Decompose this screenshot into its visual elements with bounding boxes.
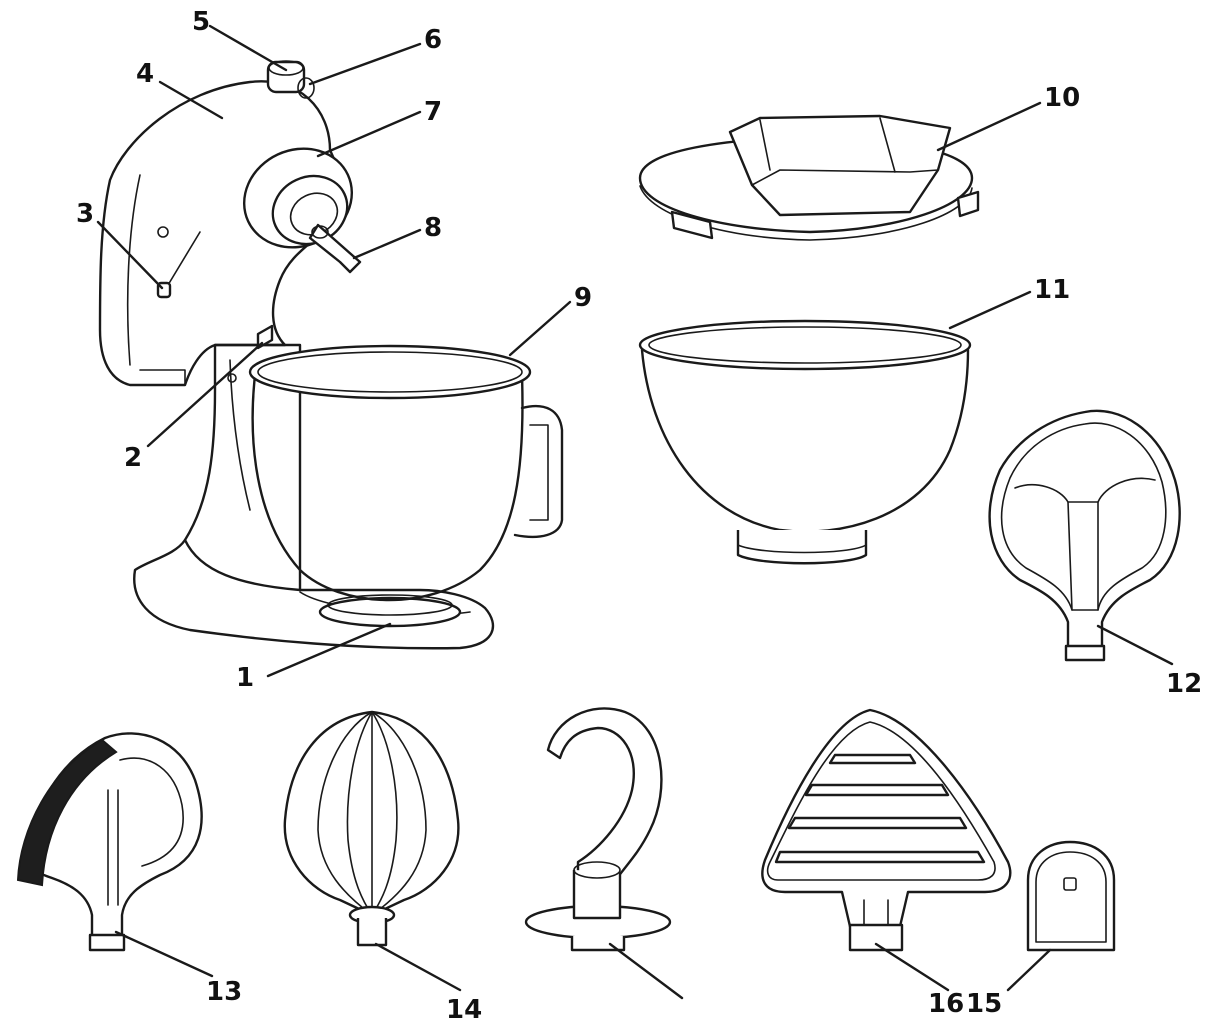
- callout-2: 2: [124, 443, 142, 473]
- motor-head: [98, 80, 352, 387]
- callout-11: 11: [1034, 275, 1070, 305]
- callout-4: 4: [136, 59, 154, 89]
- callout-12: 12: [1166, 669, 1202, 699]
- leader-10: [936, 101, 1042, 152]
- mixer-bowl: [248, 344, 564, 602]
- stand-mixer: [98, 60, 564, 650]
- leader-7: [316, 110, 422, 158]
- leader-lines: [96, 24, 1174, 1000]
- leader-dough-hook: [608, 942, 684, 1000]
- callout-5: 5: [192, 7, 210, 37]
- leader-6: [308, 42, 422, 86]
- wire-whip: [283, 710, 460, 947]
- leader-1: [266, 622, 392, 678]
- callout-labels: 1 2 3 4 5 6 7 8 9 10 11 12 13 14 16 15: [76, 7, 1202, 1023]
- callout-9: 9: [574, 283, 592, 313]
- callout-8: 8: [424, 213, 442, 243]
- small-cover: [1026, 840, 1116, 952]
- callout-1: 1: [236, 663, 254, 693]
- callout-6: 6: [424, 25, 442, 55]
- leader-13: [114, 930, 214, 978]
- hub-shaft: [308, 223, 362, 274]
- flex-edge-beater: [16, 732, 203, 952]
- bowl-clamping-plate: [318, 596, 462, 628]
- leader-4: [158, 80, 224, 120]
- leader-15: [1006, 948, 1052, 992]
- leader-16: [874, 942, 950, 992]
- mixer-base: [133, 538, 495, 650]
- callout-16: 16: [928, 989, 964, 1019]
- hub-knob: [266, 60, 306, 94]
- callout-14: 14: [446, 995, 482, 1023]
- leader-11: [948, 290, 1032, 330]
- leader-12: [1096, 624, 1174, 666]
- pastry-beater: [761, 708, 1012, 952]
- beater-shaft: [256, 324, 274, 350]
- bowl-2: [638, 319, 972, 565]
- mixer-pedestal: [183, 343, 302, 592]
- callout-13: 13: [206, 977, 242, 1007]
- leader-14: [374, 942, 462, 992]
- dough-hook: [524, 707, 672, 952]
- speed-control: [164, 231, 201, 291]
- leader-5: [208, 24, 288, 72]
- callout-7: 7: [424, 97, 442, 127]
- callout-10: 10: [1044, 83, 1080, 113]
- callout-3: 3: [76, 199, 94, 229]
- pouring-shield: [638, 114, 980, 241]
- leader-9: [508, 300, 572, 357]
- callout-15: 15: [966, 989, 1002, 1019]
- leader-2: [146, 341, 264, 448]
- leader-8: [352, 228, 422, 260]
- flat-beater: [988, 409, 1181, 662]
- leader-3: [96, 220, 164, 290]
